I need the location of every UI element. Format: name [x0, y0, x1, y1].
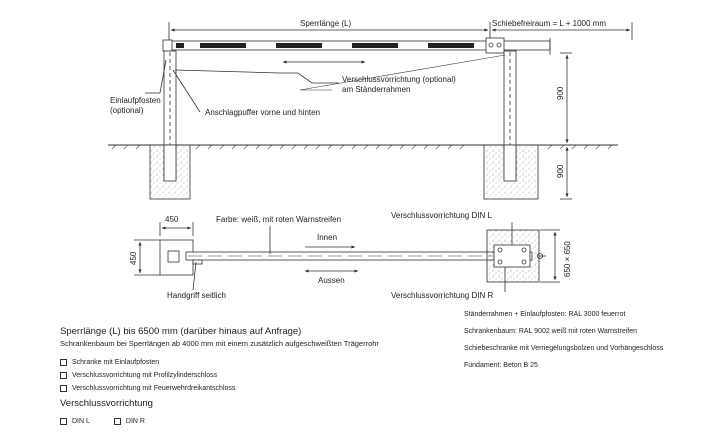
option-din-l[interactable]: DIN L [60, 415, 90, 428]
plan-labels: 450 450 650 × 650 Farbe: weiß, mit roten… [129, 211, 572, 300]
option-label: Verschlussvorrichtung mit Profilzylinder… [72, 372, 218, 379]
outside-label: Aussen [318, 276, 345, 285]
dim-450-width: 450 [165, 215, 179, 224]
checkbox[interactable] [60, 359, 67, 366]
legend: Sperrlänge (L) bis 6500 mm (darüber hina… [60, 326, 460, 428]
inlet-post-optional-label: (optional) [110, 106, 144, 115]
lock-din-l-label: Verschlussvorrichtung DIN L [391, 211, 492, 220]
spec-locking: Schiebeschranke mit Verriegelungsbolzen … [464, 345, 664, 352]
buffer-label: Anschlagpuffer vorne und hinten [205, 108, 320, 117]
legend-subheading: Schrankenbaum bei Sperrlängen ab 4000 mm… [60, 339, 379, 348]
checkbox[interactable] [60, 385, 67, 392]
dim-900-top: 900 [556, 86, 565, 100]
lock-din-r-label: Verschlussvorrichtung DIN R [391, 291, 493, 300]
spec-foundation: Fundament: Beton B 25 [464, 362, 538, 369]
option-label: DIN L [72, 418, 90, 425]
checkbox[interactable] [60, 418, 67, 425]
specifications: Ständerrahmen + Einlaufpfosten: RAL 3000… [464, 310, 714, 378]
elevation-view [108, 22, 633, 200]
elevation-labels: Sperrlänge (L) Schiebefreiraum = L + 100… [110, 19, 606, 178]
inside-label: Innen [317, 233, 337, 242]
checkbox[interactable] [113, 418, 121, 425]
handle-label: Handgriff seitlich [167, 291, 226, 300]
option-din-r[interactable]: DIN R [113, 415, 145, 428]
legend-heading: Sperrlänge (L) bis 6500 mm (darüber hina… [60, 326, 302, 337]
slide-space-label: Schiebefreiraum = L + 1000 mm [492, 19, 606, 28]
spec-frame-color: Ständerrahmen + Einlaufpfosten: RAL 3000… [464, 311, 626, 318]
plan-view [134, 222, 560, 292]
technical-drawing: Sperrlänge (L) Schiebefreiraum = L + 100… [108, 19, 633, 300]
dim-650-label: 650 × 650 [563, 241, 572, 277]
length-label: Sperrlänge (L) [300, 19, 351, 28]
spec-beam-color: Schrankenbaum: RAL 9002 weiß mit roten W… [464, 328, 638, 335]
option-label: Schranke mit Einlaufpfosten [72, 359, 160, 366]
option-profile-cylinder-lock[interactable]: Verschlussvorrichtung mit Profilzylinder… [60, 369, 460, 382]
inlet-post-label: Einlaufpfosten [110, 96, 161, 105]
option-fire-brigade-lock[interactable]: Verschlussvorrichtung mit Feuerwehrdreik… [60, 382, 460, 395]
color-note: Farbe: weiß, mit roten Warnstreifen [216, 215, 341, 224]
lock-label: Verschlussvorrichtung (optional) [342, 75, 456, 84]
checkbox[interactable] [60, 372, 67, 379]
din-options: DIN L DIN R [60, 415, 460, 428]
dim-900-bottom: 900 [556, 164, 565, 178]
lock-heading: Verschlussvorrichtung [60, 398, 153, 409]
lock-frame-label: am Ständerrahmen [342, 85, 410, 94]
option-inlet-post[interactable]: Schranke mit Einlaufpfosten [60, 356, 460, 369]
option-label: DIN R [125, 418, 145, 425]
dim-450-height: 450 [129, 251, 138, 265]
option-label: Verschlussvorrichtung mit Feuerwehrdreik… [72, 385, 236, 392]
